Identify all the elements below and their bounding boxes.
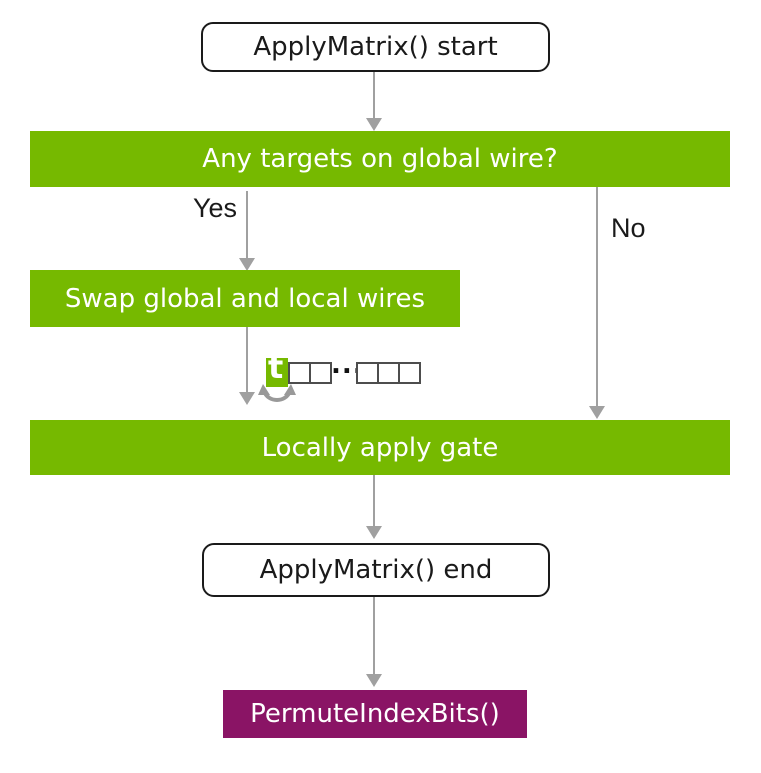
wire-cell bbox=[377, 362, 400, 384]
edge-apply-to-end bbox=[373, 475, 375, 526]
edge-swap-to-apply bbox=[246, 327, 248, 392]
arrowhead-start-to-question bbox=[366, 118, 382, 131]
arrowhead-apply-to-end bbox=[366, 526, 382, 539]
node-swap-global-local-wires: Swap global and local wires bbox=[30, 270, 460, 327]
wire-cell bbox=[398, 362, 421, 384]
edge-label-no: No bbox=[611, 213, 646, 243]
edge-question-yes-to-swap bbox=[246, 191, 248, 258]
node-applymatrix-start: ApplyMatrix() start bbox=[201, 22, 550, 72]
arrowhead-end-to-permute bbox=[366, 674, 382, 687]
wire-cells-right bbox=[356, 362, 421, 384]
edge-start-to-question bbox=[373, 72, 375, 119]
node-applymatrix-start-label: ApplyMatrix() start bbox=[253, 32, 498, 62]
node-applymatrix-end: ApplyMatrix() end bbox=[202, 543, 550, 597]
arrowhead-no-to-apply bbox=[589, 406, 605, 419]
curved-swap-arrow-icon bbox=[258, 384, 296, 402]
wire-cells-left bbox=[288, 362, 332, 384]
node-any-targets-on-global-wire: Any targets on global wire? bbox=[30, 131, 730, 187]
edge-question-no-to-apply bbox=[596, 187, 598, 406]
node-swap-label: Swap global and local wires bbox=[64, 283, 426, 314]
arrowhead-swap-to-apply bbox=[239, 392, 255, 405]
wire-cell bbox=[288, 362, 311, 384]
node-applymatrix-end-label: ApplyMatrix() end bbox=[259, 555, 493, 585]
edge-label-yes: Yes bbox=[192, 193, 237, 223]
node-question-label: Any targets on global wire? bbox=[202, 144, 558, 174]
target-wire-cell: t bbox=[266, 351, 288, 387]
node-locally-apply-gate: Locally apply gate bbox=[30, 420, 730, 475]
wire-cell bbox=[309, 362, 332, 384]
wire-cell bbox=[356, 362, 379, 384]
arrowhead-yes-to-swap bbox=[239, 258, 255, 271]
node-permute-label: PermuteIndexBits() bbox=[250, 699, 500, 729]
target-wire-cell-label: t bbox=[268, 348, 284, 386]
node-apply-gate-label: Locally apply gate bbox=[261, 432, 499, 463]
edge-end-to-permute bbox=[373, 597, 375, 674]
node-permuteindexbits: PermuteIndexBits() bbox=[223, 690, 527, 738]
